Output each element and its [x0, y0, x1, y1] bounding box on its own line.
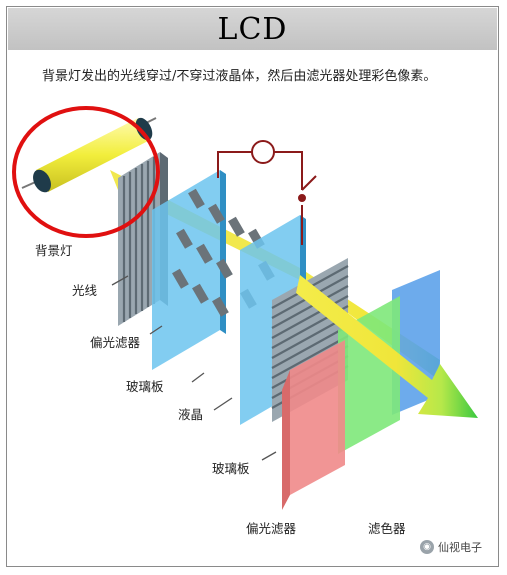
voltage-circuit — [217, 140, 317, 245]
output-light-arrow — [296, 275, 478, 418]
wechat-icon: ◉ — [420, 540, 434, 554]
highlight-circle — [12, 106, 160, 238]
page-title: LCD — [217, 11, 288, 47]
label-polarizer-2: 偏光滤器 — [246, 521, 297, 536]
label-light: 光线 — [72, 283, 98, 298]
watermark: ◉ 仙视电子 — [420, 539, 482, 555]
label-glass-plate-2: 玻璃板 — [212, 461, 250, 476]
label-liquid-crystal: 液晶 — [178, 407, 204, 422]
title-bar: LCD — [8, 8, 497, 50]
label-polarizer-1: 偏光滤器 — [90, 335, 141, 350]
watermark-text: 仙视电子 — [438, 541, 482, 554]
label-leaders — [111, 275, 277, 461]
label-glass-plate-1: 玻璃板 — [126, 379, 164, 394]
label-color-filter: 滤色器 — [368, 521, 406, 536]
description-text: 背景灯发出的光线穿过/不穿过液晶体，然后由滤光器处理彩色像素。 — [42, 69, 437, 84]
backlight-tube — [21, 117, 157, 193]
glass-plate-1 — [152, 170, 226, 370]
label-backlight: 背景灯 — [35, 243, 73, 258]
